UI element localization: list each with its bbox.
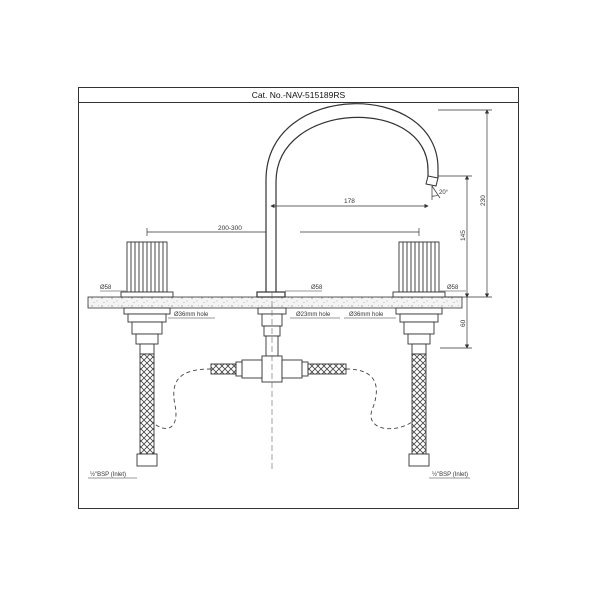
spread-label: 200-300 — [218, 225, 242, 232]
hole-center-label: Ø23mm hole — [296, 312, 331, 318]
left-valve-body — [123, 307, 171, 355]
reach-label: 178 — [344, 198, 355, 205]
angle-label: 20° — [439, 190, 449, 196]
right-handle — [392, 241, 446, 298]
dimension-spread — [146, 228, 420, 236]
angle-indicator — [431, 185, 441, 200]
hole-left-label: Ø36mm hole — [174, 312, 209, 318]
drawing-frame: Cat. No.-NAV-515189RS — [78, 87, 519, 509]
right-valve-body — [395, 307, 443, 355]
hole-right-label: Ø36mm hole — [349, 312, 384, 318]
inlet-right-label: ½"BSP (Inlet) — [432, 471, 468, 478]
inlet-left-label: ½"BSP (Inlet) — [90, 471, 126, 478]
catalog-number: Cat. No.-NAV-515189RS — [79, 88, 518, 103]
base-left-label: Ø58 — [100, 285, 112, 291]
below-deck-label: 60 — [460, 319, 467, 327]
spout-height-label: 145 — [460, 230, 467, 241]
spout — [256, 103, 439, 298]
hoses — [136, 353, 430, 467]
height-label: 230 — [480, 195, 487, 206]
base-center-label: Ø58 — [311, 285, 323, 291]
hose-routing — [149, 368, 416, 430]
left-handle — [120, 241, 174, 298]
dimension-vertical — [438, 109, 492, 349]
countertop — [87, 296, 463, 309]
base-right-label: Ø58 — [447, 285, 459, 291]
